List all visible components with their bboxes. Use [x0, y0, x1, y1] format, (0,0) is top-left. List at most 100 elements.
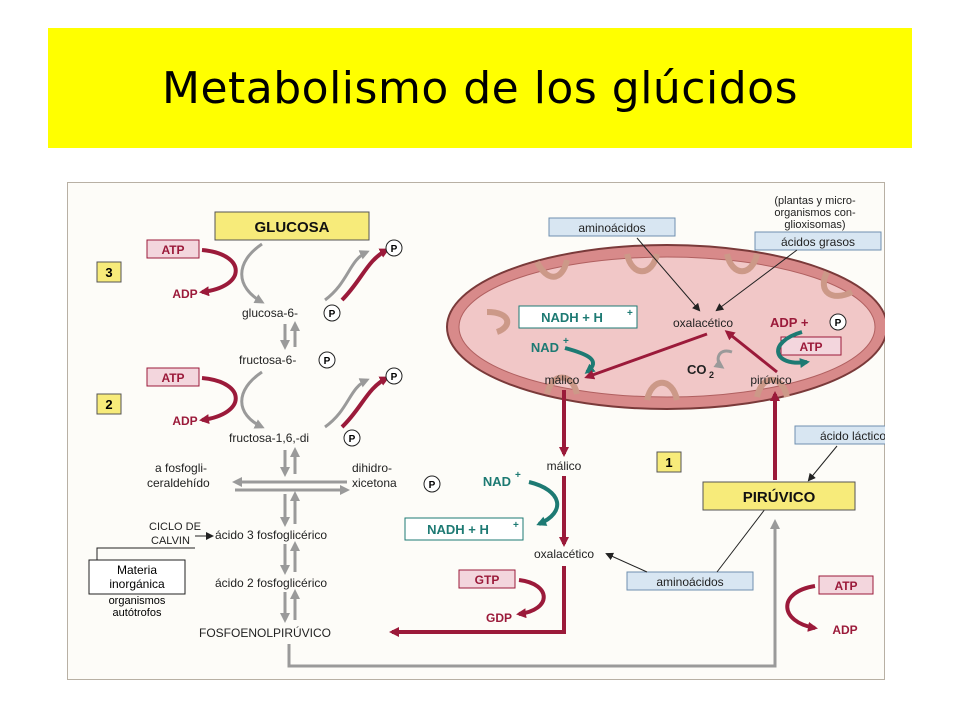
step-1-box: [656, 451, 682, 473]
step-2-box: [96, 393, 122, 415]
acidos-grasos-box: [754, 231, 882, 251]
p-release-arrow-2: [340, 376, 390, 429]
pep-to-piruvico-line: [287, 519, 780, 668]
malico-label-cyto: málico: [547, 459, 582, 473]
p-label-mito: P: [835, 318, 842, 329]
plantas-label-3: glioxisomas): [784, 219, 845, 231]
crista-4: [724, 253, 760, 275]
oxalacetico-label-cyto: oxalacético: [534, 547, 594, 561]
aminoacidos-label-top: aminoácidos: [578, 221, 645, 235]
materia-box: [88, 559, 186, 595]
crista-1: [486, 309, 511, 335]
dihidro-label-2: xicetona: [352, 476, 397, 490]
atp-box-2: [146, 367, 200, 387]
atp-label-2: ATP: [161, 371, 184, 385]
nadh-plus-mito: +: [627, 308, 633, 319]
lactico-to-piruvico-arrow: [807, 445, 838, 482]
nadh-label-cyto: NADH + H: [427, 522, 489, 537]
oxal-to-malico-arrow: [584, 332, 708, 380]
p-circle-f6: [318, 351, 336, 369]
fructose-phosph-arrow-1: [240, 370, 265, 429]
acido3-label: ácido 3 fosfoglicérico: [215, 528, 327, 542]
gtp-gdp-arrow: [516, 578, 546, 619]
atp-box-top: [146, 239, 200, 259]
nad-label-mito: NAD: [531, 340, 559, 355]
nadh-plus-cyto: +: [513, 520, 519, 531]
atp-adp-arrow-top: [199, 248, 238, 297]
nadh-box-cyto: [404, 517, 524, 541]
step-3-label: 3: [105, 265, 112, 280]
glucosa-box: [214, 211, 370, 241]
acidos-grasos-arrow: [715, 249, 798, 312]
glucosa-label: GLUCOSA: [255, 219, 330, 236]
p-label-f16: P: [349, 434, 356, 445]
atp-generation-arrow-mito: [776, 330, 810, 368]
oxalacetico-label-mito: oxalacético: [673, 316, 733, 330]
fructosa16-label: fructosa-1,6,-di: [229, 431, 309, 445]
title-band: Metabolismo de los glúcidos: [48, 28, 912, 148]
gdp-label: GDP: [486, 611, 512, 625]
oxal-to-pep-arrow: [389, 566, 566, 637]
plantas-label-2: organismos con-: [774, 207, 856, 219]
p-release-arrow-top: [340, 248, 390, 302]
aminoacidos-to-piruvico-arrow: [716, 498, 774, 573]
p-label-dhap: P: [429, 480, 436, 491]
aminoacidos-box-top: [548, 217, 676, 237]
aminoacidos-to-oxal-arrow: [605, 552, 648, 573]
organismos-label-1: organismos: [109, 595, 166, 607]
adp-label-2: ADP: [172, 414, 197, 428]
p-circle-top: [385, 239, 403, 257]
fosfogli-label-2: ceraldehído: [147, 476, 210, 490]
step-3-box: [96, 261, 122, 283]
nad-nadh-arrow-mito: [564, 346, 596, 374]
piruvico-box-label: PIRÚVICO: [743, 488, 816, 506]
p-label-top: P: [391, 244, 398, 255]
aminoacidos-label-bottom: aminoácidos: [656, 575, 723, 589]
glucose-phosph-arrow-2: [324, 250, 370, 302]
slide-title: Metabolismo de los glúcidos: [161, 62, 798, 114]
fosfogli-label-1: a fosfogli-: [155, 461, 207, 475]
fructosa6-label: fructosa-6-: [239, 353, 296, 367]
glucose-phosph-arrow-1: [240, 242, 265, 304]
atp-adp-arrow-bottom: [785, 584, 818, 632]
nadh-box-mito: [518, 305, 638, 329]
ciclo-label-1: CICLO DE: [149, 521, 201, 533]
nad-label-cyto: NAD: [483, 474, 511, 489]
p-label-g6: P: [329, 309, 336, 320]
piruvico-to-oxal-arrow: [724, 330, 778, 374]
materia-label-2: inorgánica: [109, 577, 165, 591]
malico-label-mito: málico: [545, 373, 580, 387]
aminoacidos-box-bottom: [626, 571, 754, 591]
crista-7: [644, 379, 680, 401]
nad-nadh-arrow-cyto: [528, 480, 560, 526]
co2-label: CO: [687, 362, 707, 377]
plantas-label-1: (plantas y micro-: [774, 195, 856, 207]
atp-box-bottom: [818, 575, 874, 595]
atp-adp-arrow-2: [199, 376, 238, 425]
crista-8: [754, 376, 790, 398]
p-label-f6: P: [324, 356, 331, 367]
materia-label-1: Materia: [117, 563, 157, 577]
crista-2: [534, 259, 570, 280]
dihidro-label-1: dihidro-: [352, 461, 392, 475]
nad-plus-mito: +: [563, 336, 569, 347]
p-circle-f16: [343, 429, 361, 447]
nad-plus-cyto: +: [515, 470, 521, 481]
p-circle-g6: [323, 304, 341, 322]
adp-label-top: ADP: [172, 287, 197, 301]
crista-6: [544, 374, 580, 395]
piruvico-small-label: pirúvico: [750, 373, 792, 387]
glucosa6-label: glucosa-6-: [242, 306, 298, 320]
crista-5: [820, 270, 854, 299]
metabolism-diagram: GLUCOSA 3 2 ATP ADP P glucosa-6- P fruct…: [66, 181, 912, 681]
atp-label-top: ATP: [161, 243, 184, 257]
gtp-label: GTP: [475, 573, 500, 587]
fructose-phosph-arrow-2: [324, 378, 370, 429]
diagram-svg: GLUCOSA 3 2 ATP ADP P glucosa-6- P fruct…: [66, 181, 912, 681]
acido2-label: ácido 2 fosfoglicérico: [215, 576, 327, 590]
step-1-label: 1: [665, 455, 672, 470]
atp-label-bottom: ATP: [834, 579, 857, 593]
gtp-box: [458, 569, 516, 589]
ciclo-label-2: CALVIN: [151, 535, 190, 547]
p-circle-dhap: [423, 475, 441, 493]
